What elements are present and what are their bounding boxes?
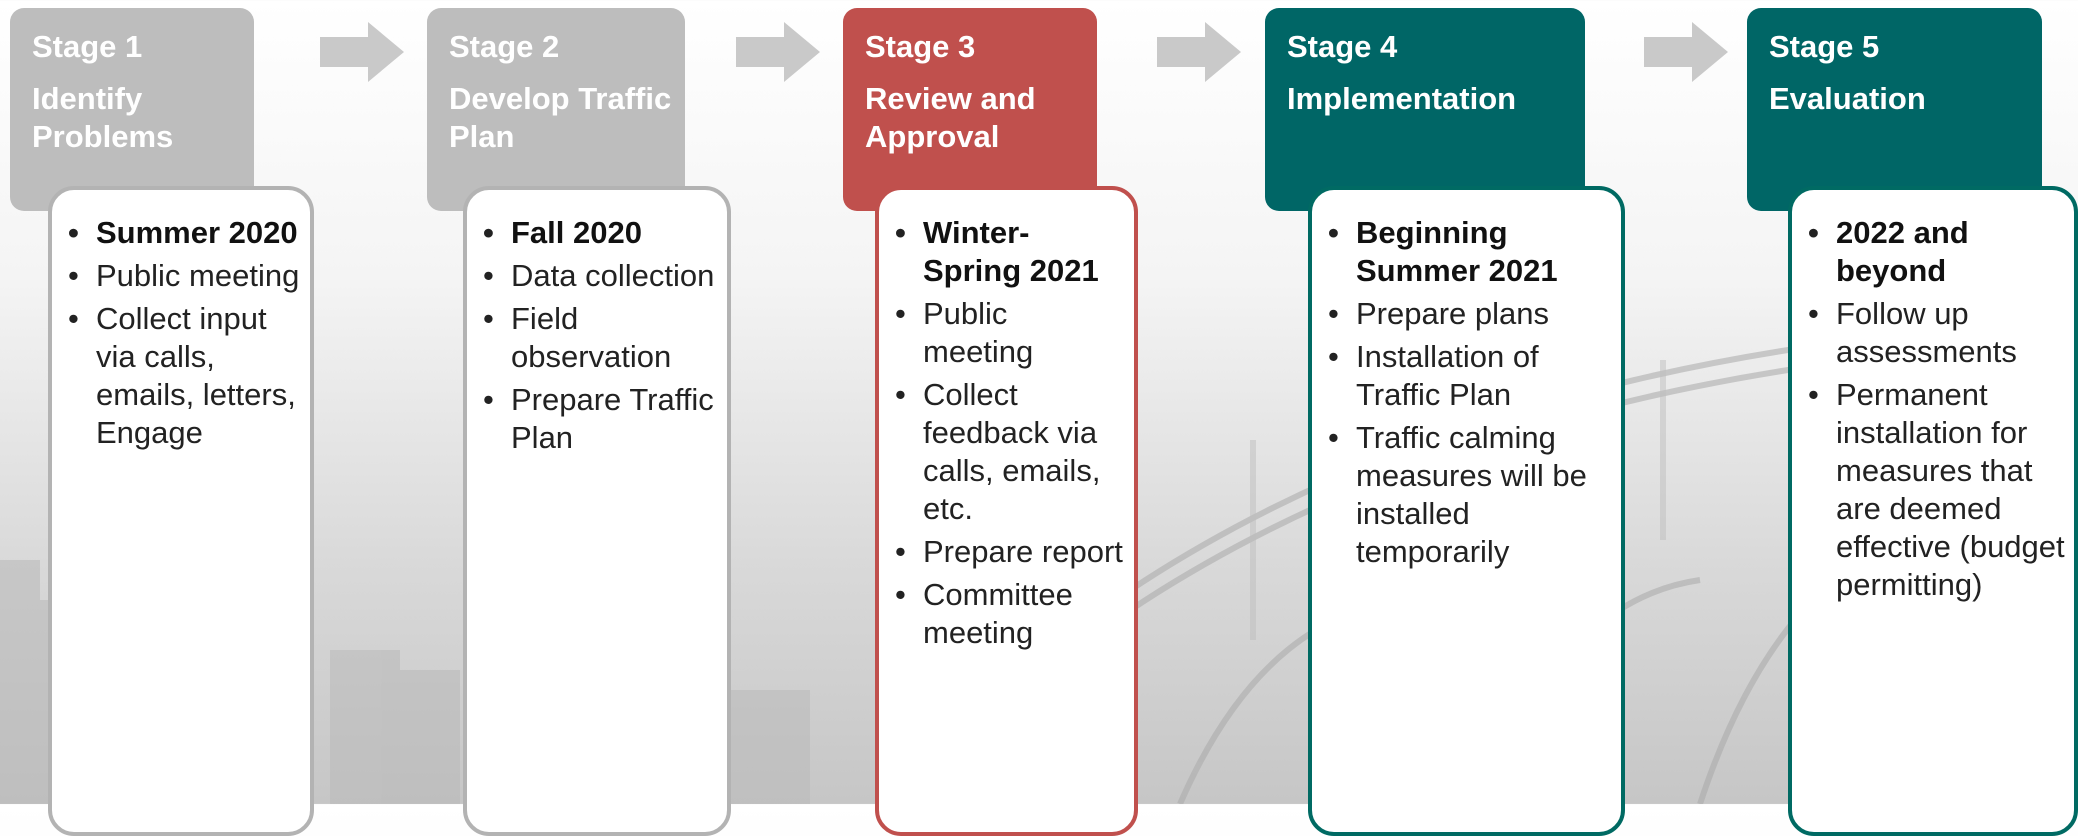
stage-timeframe: Winter-Spring 2021 [895,214,1126,290]
arrow-right-icon [1644,22,1728,82]
stage-task: Prepare Traffic Plan [483,381,719,457]
stage-title: Implementation [1287,81,1517,116]
stage-timeframe: Beginning Summer 2021 [1328,214,1613,290]
stage-task: Committee meeting [895,576,1126,652]
stage-4-header: Stage 4 Implementation [1265,8,1585,211]
stage-title: Identify Problems [32,81,174,154]
stage-number: Stage 1 [32,29,143,64]
stage-task: Prepare plans [1328,295,1613,333]
stage-1-header: Stage 1 Identify Problems [10,8,254,211]
stage-task: Collect feedback via calls, emails, etc. [895,376,1126,528]
stage-task: Collect input via calls, emails, letters… [68,300,302,452]
stage-timeframe: Fall 2020 [483,214,719,252]
stage-task: Prepare report [895,533,1126,571]
stage-task: Data collection [483,257,719,295]
stage-number: Stage 4 [1287,29,1398,64]
stage-2-header: Stage 2 Develop Traffic Plan [427,8,685,211]
stage-task: Field observation [483,300,719,376]
stage-title: Evaluation [1769,81,1926,116]
stage-title: Develop Traffic Plan [449,81,672,154]
stage-task: Installation of Traffic Plan [1328,338,1613,414]
stage-task: Follow up assessments [1808,295,2066,371]
stage-task: Traffic calming measures will be install… [1328,419,1613,571]
stage-timeframe: Summer 2020 [68,214,302,252]
stage-task: Public meeting [68,257,302,295]
stage-1-details-card: Summer 2020 Public meeting Collect input… [48,186,314,836]
arrow-right-icon [320,22,404,82]
stage-number: Stage 5 [1769,29,1880,64]
stage-number: Stage 3 [865,29,976,64]
stage-5-header: Stage 5 Evaluation [1747,8,2042,211]
stage-number: Stage 2 [449,29,560,64]
stage-3-details-card: Winter-Spring 2021 Public meeting Collec… [875,186,1138,836]
stage-timeframe: 2022 and beyond [1808,214,2066,290]
stage-task: Public meeting [895,295,1126,371]
arrow-right-icon [1157,22,1241,82]
stage-task: Permanent installation for measures that… [1808,376,2066,604]
arrow-right-icon [736,22,820,82]
stage-4-details-card: Beginning Summer 2021 Prepare plans Inst… [1308,186,1625,836]
stage-title: Review and Approval [865,81,1036,154]
stage-3-header: Stage 3 Review and Approval [843,8,1097,211]
stage-2-details-card: Fall 2020 Data collection Field observat… [463,186,731,836]
stage-5-details-card: 2022 and beyond Follow up assessments Pe… [1788,186,2078,836]
